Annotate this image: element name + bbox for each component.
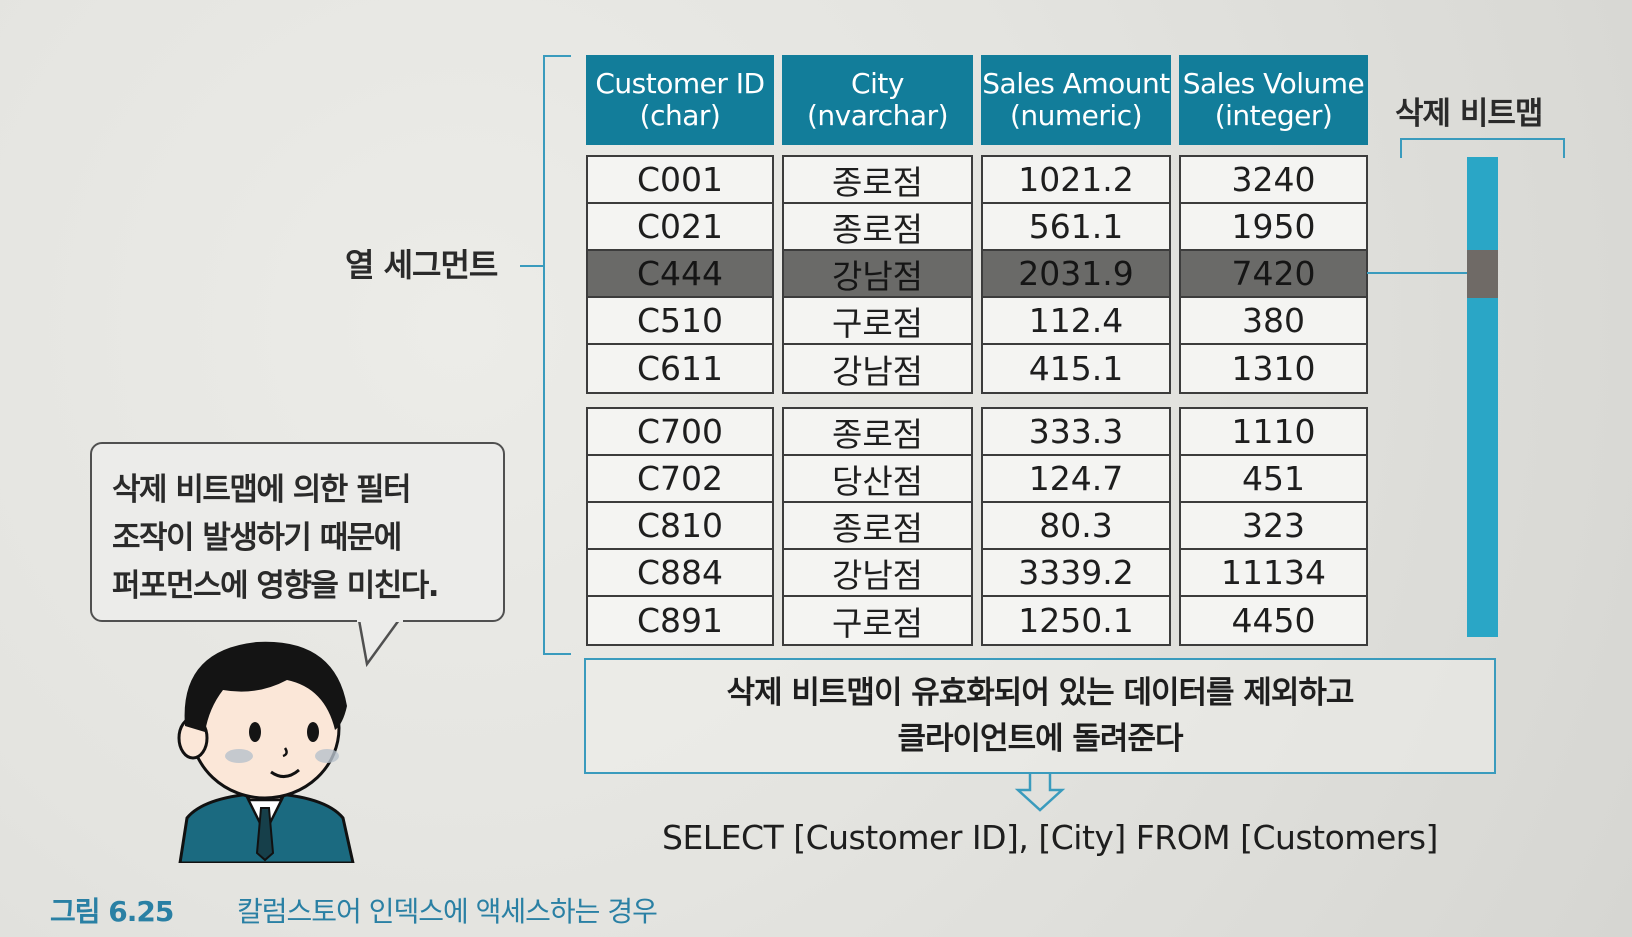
figure-number: 그림 6.25 <box>50 895 174 928</box>
segment-cell: 당산점 <box>784 456 971 503</box>
segment-cell: C700 <box>588 409 772 456</box>
segment-cell: C611 <box>636 349 724 388</box>
segment-1-sales-amount: 1021.2 561.1 2031.9 112.4 415.1 <box>981 155 1171 394</box>
segment-cell: C021 <box>588 204 772 251</box>
segment-cell: 1250.1 <box>1018 601 1134 640</box>
segment-cell: 3339.2 <box>983 550 1169 597</box>
segment-cell: C702 <box>588 456 772 503</box>
column-type: (integer) <box>1214 99 1333 132</box>
segment-cell: 333.3 <box>983 409 1169 456</box>
segment-cell: 구로점 <box>784 298 971 345</box>
segment-2-sales-amount: 333.3 124.7 80.3 3339.2 1250.1 <box>981 407 1171 646</box>
segment-2-city: 종로점 당산점 종로점 강남점 구로점 <box>782 407 973 646</box>
bubble-line-2: 조작이 발생하기 때문에 <box>112 520 402 557</box>
character-illustration <box>177 641 355 863</box>
down-arrow-icon <box>1014 772 1066 812</box>
delete-bitmap-bracket <box>1400 138 1565 158</box>
segment-cell: 종로점 <box>784 409 971 456</box>
segment-cell: 380 <box>1181 298 1366 345</box>
segment-cell-deleted: 2031.9 <box>983 251 1169 298</box>
segment-cell: 1021.2 <box>983 157 1169 204</box>
segment-cell: C001 <box>588 157 772 204</box>
column-name: Customer ID <box>595 66 765 100</box>
segment-cell: 강남점 <box>784 550 971 597</box>
segment-cell: 3240 <box>1181 157 1366 204</box>
column-name: Sales Amount <box>982 66 1170 100</box>
segment-cell: 4450 <box>1231 601 1316 640</box>
segment-2-sales-volume: 1110 451 323 11134 4450 <box>1179 407 1368 646</box>
segment-cell: C810 <box>588 503 772 550</box>
segment-cell: C891 <box>636 601 724 640</box>
segment-cell: 종로점 <box>784 204 971 251</box>
segment-cell: 80.3 <box>983 503 1169 550</box>
segment-cell: 1310 <box>1231 349 1316 388</box>
column-header-customer-id: Customer ID (char) <box>586 55 774 145</box>
result-line-1: 삭제 비트맵이 유효화되어 있는 데이터를 제외하고 <box>726 674 1355 711</box>
segment-cell: 323 <box>1181 503 1366 550</box>
segment-1-city: 종로점 종로점 강남점 구로점 강남점 <box>782 155 973 394</box>
segment-cell: 구로점 <box>831 603 924 643</box>
speech-bubble: 삭제 비트맵에 의한 필터 조작이 발생하기 때문에 퍼포먼스에 영향을 미친다… <box>90 442 505 622</box>
column-segment-bracket <box>543 55 571 655</box>
column-type: (nvarchar) <box>806 99 949 132</box>
segment-2-customer-id: C700 C702 C810 C884 C891 <box>586 407 774 646</box>
result-box: 삭제 비트맵이 유효화되어 있는 데이터를 제외하고 클라이언트에 돌려준다 <box>584 658 1496 774</box>
bubble-line-3: 퍼포먼스에 영향을 미친다. <box>112 568 440 605</box>
segment-cell-deleted: 7420 <box>1181 251 1366 298</box>
segment-cell: 561.1 <box>983 204 1169 251</box>
segment-cell: C510 <box>588 298 772 345</box>
delete-bitmap-label: 삭제 비트맵 <box>1395 96 1543 132</box>
figure-caption: 칼럼스토어 인덱스에 액세스하는 경우 <box>237 895 658 928</box>
segment-cell: 451 <box>1181 456 1366 503</box>
result-line-2: 클라이언트에 돌려준다 <box>897 721 1184 757</box>
segment-1-customer-id: C001 C021 C444 C510 C611 <box>586 155 774 394</box>
segment-cell: C884 <box>588 550 772 597</box>
column-segment-bracket-tick <box>520 265 543 267</box>
column-type: (char) <box>639 99 721 132</box>
column-name: Sales Volume <box>1182 66 1365 100</box>
column-name: City <box>851 66 904 100</box>
segment-cell: 종로점 <box>784 157 971 204</box>
column-header-sales-amount: Sales Amount (numeric) <box>981 55 1171 145</box>
segment-cell: 강남점 <box>831 351 924 391</box>
delete-bitmap-bar <box>1467 157 1498 637</box>
segment-cell: 11134 <box>1181 550 1366 597</box>
column-segment-label: 열 세그먼트 <box>345 246 498 284</box>
segment-cell: 1110 <box>1181 409 1366 456</box>
bubble-line-1: 삭제 비트맵에 의한 필터 <box>112 472 412 508</box>
column-type: (numeric) <box>1009 99 1143 132</box>
sql-query: SELECT [Customer ID], [City] FROM [Custo… <box>662 818 1438 857</box>
segment-cell-deleted: 강남점 <box>784 251 971 298</box>
segment-cell: 124.7 <box>983 456 1169 503</box>
column-header-sales-volume: Sales Volume (integer) <box>1179 55 1368 145</box>
delete-bitmap-marked-row <box>1467 250 1498 298</box>
delete-bitmap-connector <box>1367 272 1467 274</box>
segment-1-sales-volume: 3240 1950 7420 380 1310 <box>1179 155 1368 394</box>
speech-bubble-tail <box>357 618 403 668</box>
segment-cell: 415.1 <box>1028 349 1124 388</box>
segment-cell: 1950 <box>1181 204 1366 251</box>
segment-cell-deleted: C444 <box>588 251 772 298</box>
segment-cell: 112.4 <box>983 298 1169 345</box>
column-header-city: City (nvarchar) <box>782 55 973 145</box>
segment-cell: 종로점 <box>784 503 971 550</box>
